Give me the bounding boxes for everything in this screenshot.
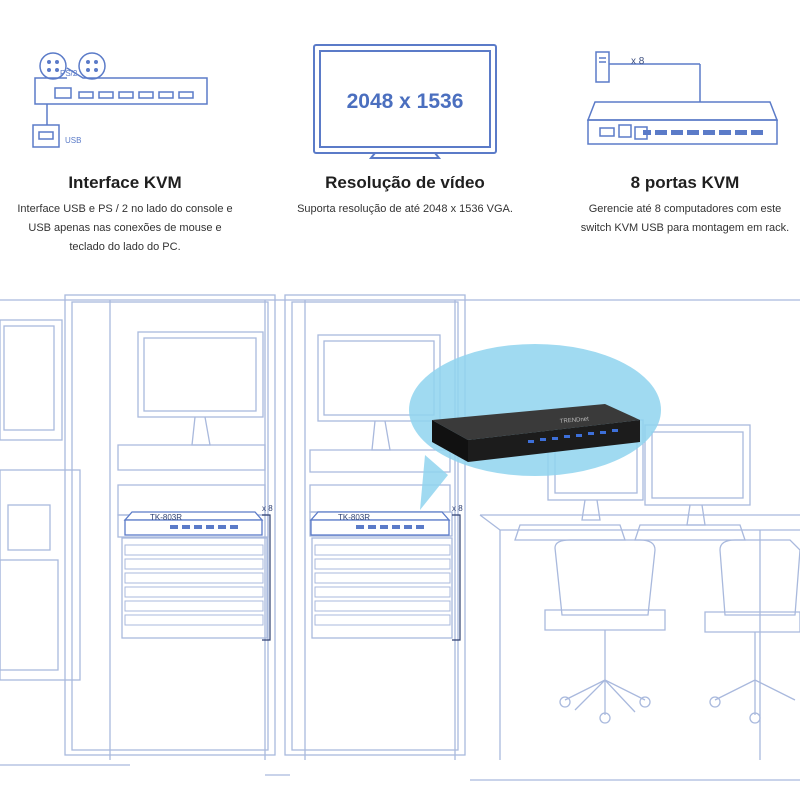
feature-description: Interface USB e PS / 2 no lado do consol… [0,200,255,257]
rack-ports-icon: x 8 [586,51,779,145]
usb-label: USB [65,136,81,145]
rack-label: TK-803R [338,513,370,522]
monitor-icon: 2048 x 1536 [313,44,497,159]
ps2-label: PS/2 [60,69,78,78]
feature-title: 8 portas KVM [630,173,740,192]
rack-multiplier-label: x 8 [452,504,463,513]
device-brand: TRENDnet [560,416,590,425]
datacenter-illustration: TK-803R TK-803R x 8 x 8 TRENDnet [0,294,800,781]
kvm-interface-icon: PS/2 USB [32,52,208,148]
description-line: Suporta resolução de até 2048 x 1536 VGA… [297,203,513,215]
resolution-text: 2048 x 1536 [347,90,464,113]
multiplier-label: x 8 [631,56,645,67]
rack-label: TK-803R [150,513,182,522]
feature-title: Interface KVM [68,173,182,192]
description-line: switch KVM USB para montagem em rack. [580,222,790,234]
feature-description: Suporta resolução de até 2048 x 1536 VGA… [275,200,535,219]
kvm-switch-device: TRENDnet [432,404,640,462]
description-line: teclado do lado do PC. [69,241,181,253]
description-line: Interface USB e PS / 2 no lado do consol… [17,203,233,215]
description-line: Gerencie até 8 computadores com este [588,203,782,215]
feature-description: Gerencie até 8 computadores com este swi… [555,200,800,238]
rack-multiplier-label: x 8 [262,504,273,513]
description-line: USB apenas nas conexões de mouse e [28,222,222,234]
feature-title: Resolução de vídeo [325,173,485,192]
